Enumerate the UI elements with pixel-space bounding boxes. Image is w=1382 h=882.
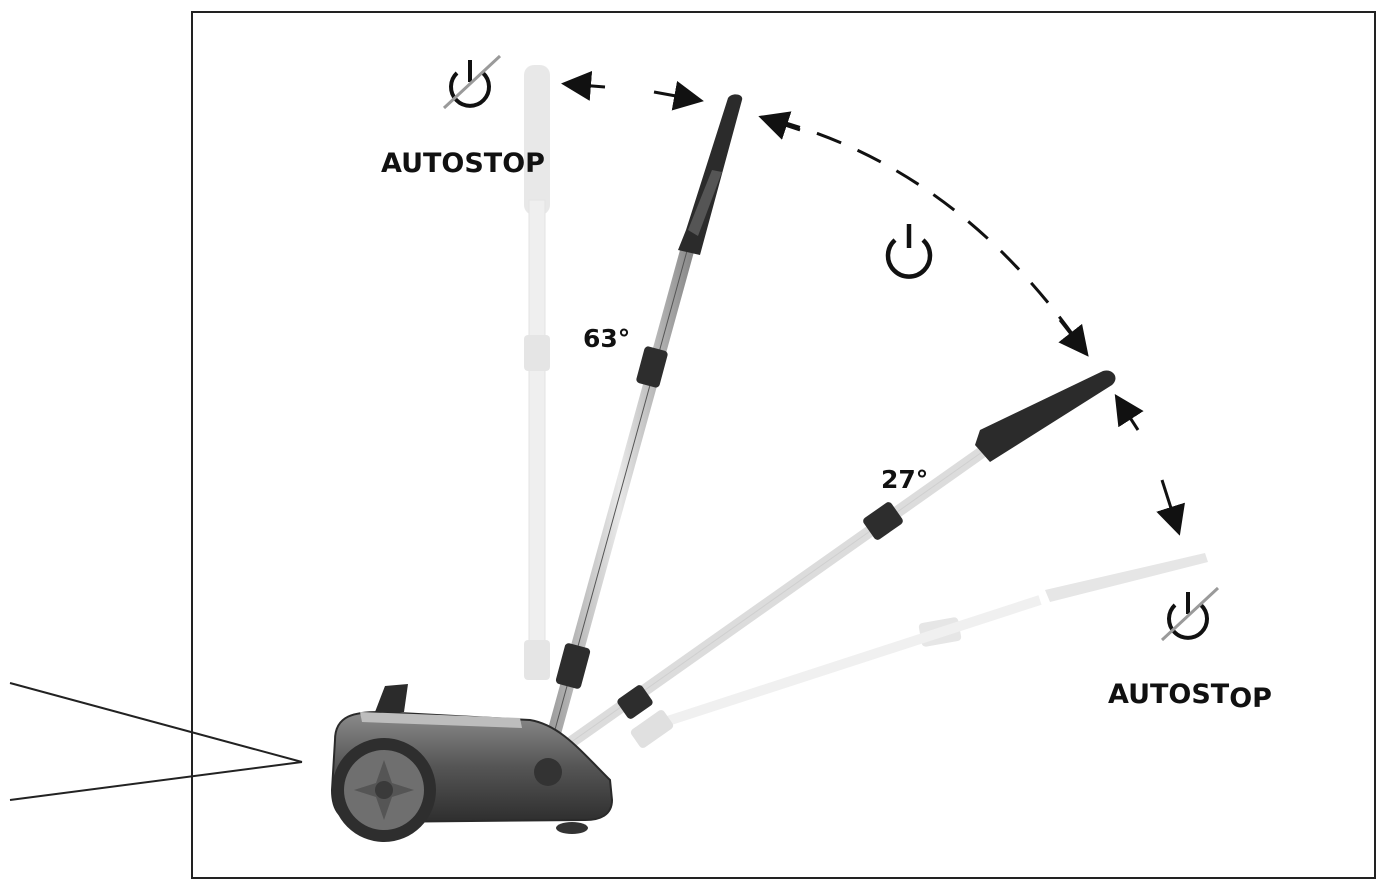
angle-label-27: 27° (881, 465, 928, 494)
machine-body (330, 684, 614, 842)
handle-27-degree (556, 370, 1116, 755)
autostop-label-bottom-tail: OP (1229, 683, 1272, 714)
callout-pointer (9, 682, 303, 801)
power-off-icon (442, 54, 502, 110)
power-off-icon-bottom (1160, 586, 1220, 642)
autostop-label-bottom-main: AUTOST (1108, 679, 1230, 710)
handle-vertical-faded (524, 65, 550, 680)
handle-horizontal-faded (638, 553, 1208, 735)
handle-63-degree (541, 94, 743, 757)
autostop-label-bottom: AUTOSTOP (1108, 679, 1272, 714)
autostop-label-top: AUTOSTOP (381, 148, 545, 179)
diagram-frame (191, 11, 1376, 879)
rotation-arc (561, 70, 1185, 536)
angle-label-63: 63° (583, 324, 630, 353)
power-icon (885, 224, 933, 279)
